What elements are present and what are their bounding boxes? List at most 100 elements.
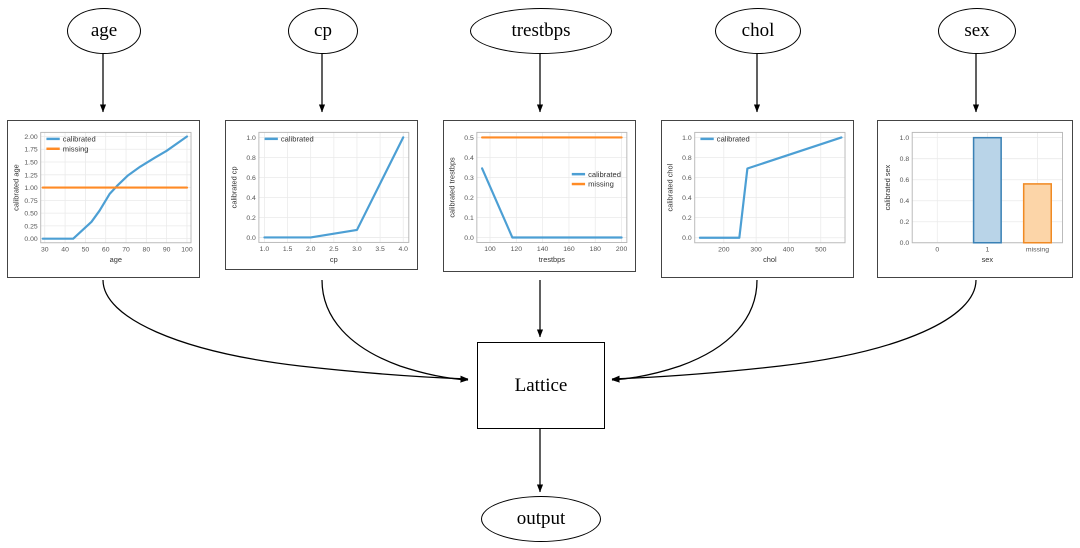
- svg-text:1.75: 1.75: [24, 147, 37, 154]
- svg-text:3.0: 3.0: [352, 246, 362, 253]
- svg-text:100: 100: [484, 246, 496, 253]
- svg-text:90: 90: [163, 247, 171, 254]
- svg-text:calibrated sex: calibrated sex: [883, 164, 892, 210]
- svg-text:120: 120: [511, 246, 523, 253]
- svg-text:1.5: 1.5: [283, 246, 293, 253]
- svg-text:200: 200: [616, 246, 628, 253]
- svg-text:trestbps: trestbps: [539, 255, 566, 264]
- svg-text:0.25: 0.25: [24, 223, 37, 230]
- svg-text:calibrated cp: calibrated cp: [229, 166, 238, 208]
- svg-text:3.5: 3.5: [375, 246, 385, 253]
- svg-text:100: 100: [181, 247, 193, 254]
- node-sex-label: sex: [964, 20, 990, 41]
- svg-text:0.6: 0.6: [682, 175, 692, 182]
- svg-text:0.2: 0.2: [900, 219, 910, 226]
- svg-text:0.8: 0.8: [682, 155, 692, 162]
- svg-text:0.4: 0.4: [464, 155, 474, 162]
- svg-text:180: 180: [590, 246, 602, 253]
- node-age[interactable]: age: [67, 8, 141, 54]
- svg-text:0.6: 0.6: [246, 175, 256, 182]
- svg-text:calibrated: calibrated: [717, 135, 750, 144]
- svg-text:0.3: 0.3: [464, 175, 474, 182]
- svg-text:0.2: 0.2: [682, 215, 692, 222]
- svg-text:80: 80: [143, 247, 151, 254]
- svg-text:sex: sex: [982, 255, 994, 264]
- chart-sex: 0.0 0.2 0.4 0.6 0.8 1.0 0 1 missing sex calibrated…: [883, 131, 1063, 264]
- node-age-label: age: [90, 20, 118, 41]
- node-cp-label: cp: [314, 20, 332, 41]
- svg-text:1.00: 1.00: [24, 185, 37, 192]
- svg-text:calibrated age: calibrated age: [11, 164, 20, 211]
- svg-text:70: 70: [122, 247, 130, 254]
- node-trestbps-label: trestbps: [511, 20, 571, 41]
- svg-text:calibrated: calibrated: [588, 170, 621, 179]
- svg-text:1.0: 1.0: [260, 246, 270, 253]
- node-cp[interactable]: cp: [288, 8, 358, 54]
- svg-text:160: 160: [563, 246, 575, 253]
- svg-text:0.5: 0.5: [464, 135, 474, 142]
- node-chol[interactable]: chol: [715, 8, 801, 54]
- svg-text:1.0: 1.0: [682, 135, 692, 142]
- node-lattice-label: Lattice: [514, 374, 568, 396]
- svg-text:1.0: 1.0: [246, 135, 256, 142]
- svg-text:1.0: 1.0: [900, 135, 910, 142]
- svg-text:0.4: 0.4: [682, 195, 692, 202]
- svg-text:missing: missing: [1026, 247, 1049, 254]
- svg-text:140: 140: [537, 246, 549, 253]
- edge-sex-plot-to-lattice: [611, 279, 977, 382]
- svg-text:0.2: 0.2: [246, 215, 256, 222]
- svg-text:calibrated chol: calibrated chol: [665, 163, 674, 211]
- svg-text:missing: missing: [588, 180, 614, 189]
- svg-text:0.8: 0.8: [246, 155, 256, 162]
- svg-text:0.2: 0.2: [464, 195, 474, 202]
- svg-text:400: 400: [783, 247, 795, 254]
- svg-text:0.0: 0.0: [464, 235, 474, 242]
- svg-text:0.6: 0.6: [900, 177, 910, 184]
- svg-text:0.0: 0.0: [246, 235, 256, 242]
- svg-text:0.75: 0.75: [24, 198, 37, 205]
- svg-text:missing: missing: [63, 144, 89, 153]
- svg-text:age: age: [110, 255, 122, 264]
- svg-text:30: 30: [41, 247, 49, 254]
- svg-text:0.4: 0.4: [900, 198, 910, 205]
- svg-text:0.1: 0.1: [464, 215, 474, 222]
- svg-text:calibrated trestbps: calibrated trestbps: [447, 157, 456, 218]
- svg-text:0.0: 0.0: [682, 235, 692, 242]
- svg-text:0.4: 0.4: [246, 195, 256, 202]
- chart-trestbps: 0.0 0.1 0.2 0.3 0.4 0.5 100 120 140 160 180 200 tres…: [447, 131, 628, 264]
- edge-chol-plot-to-lattice: [611, 279, 758, 383]
- node-output-label: output: [516, 508, 566, 529]
- edge-age-plot-to-lattice: [102, 279, 469, 382]
- chart-panel-cp[interactable]: 0.0 0.2 0.4 0.6 0.8 1.0 1.0 1.5 2.0 2.5 3.0 3.5 4.0 c…: [225, 120, 418, 270]
- chart-panel-trestbps[interactable]: 0.0 0.1 0.2 0.3 0.4 0.5 100 120 140 160 180 200 tres…: [443, 120, 636, 272]
- svg-text:2.5: 2.5: [329, 246, 339, 253]
- node-chol-label: chol: [741, 20, 775, 41]
- svg-text:0.0: 0.0: [900, 240, 910, 247]
- svg-text:1: 1: [985, 247, 989, 254]
- svg-text:0.00: 0.00: [24, 236, 37, 243]
- svg-text:0: 0: [935, 247, 939, 254]
- svg-text:chol: chol: [763, 255, 777, 264]
- node-trestbps[interactable]: trestbps: [470, 8, 612, 54]
- chart-cp: 0.0 0.2 0.4 0.6 0.8 1.0 1.0 1.5 2.0 2.5 3.0 3.5 4.0 c…: [229, 131, 410, 264]
- node-sex[interactable]: sex: [938, 8, 1016, 54]
- svg-text:1.50: 1.50: [24, 160, 37, 167]
- svg-text:500: 500: [815, 247, 827, 254]
- node-lattice[interactable]: Lattice: [477, 342, 605, 429]
- svg-text:40: 40: [61, 247, 69, 254]
- svg-text:2.0: 2.0: [306, 246, 316, 253]
- svg-text:60: 60: [102, 247, 110, 254]
- svg-text:0.50: 0.50: [24, 211, 37, 218]
- chart-panel-sex[interactable]: 0.0 0.2 0.4 0.6 0.8 1.0 0 1 missing sex calibrated…: [877, 120, 1073, 278]
- svg-text:0.8: 0.8: [900, 156, 910, 163]
- edge-cp-plot-to-lattice: [321, 279, 469, 383]
- node-output[interactable]: output: [481, 496, 601, 542]
- svg-text:50: 50: [82, 247, 90, 254]
- svg-text:4.0: 4.0: [398, 246, 408, 253]
